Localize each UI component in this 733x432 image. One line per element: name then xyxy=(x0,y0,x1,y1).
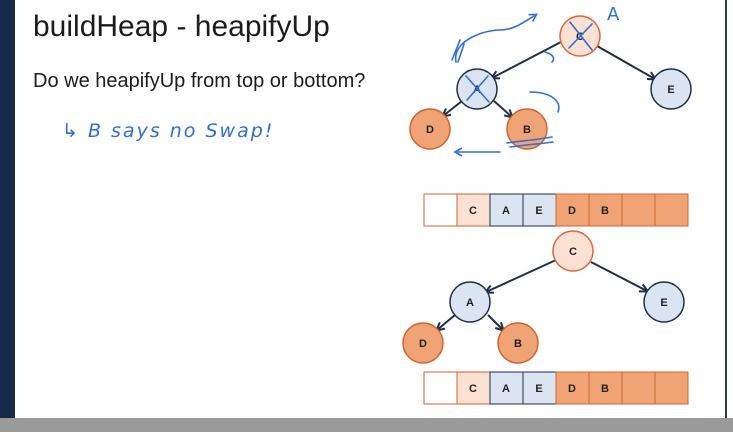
array-after-cell-1 xyxy=(456,371,491,405)
slide-title: buildHeap - heapifyUp xyxy=(33,10,330,43)
array-before-label-5: B xyxy=(601,205,609,217)
array-after: C A E D B xyxy=(423,371,689,405)
ink-annotations xyxy=(451,13,593,157)
svg-text:A: A xyxy=(466,297,474,309)
tree-after-node-c: C xyxy=(552,230,594,272)
array-before-cell-1 xyxy=(456,193,491,227)
svg-text:E: E xyxy=(667,84,674,96)
svg-text:D: D xyxy=(426,124,434,136)
svg-text:B: B xyxy=(514,338,522,350)
array-after-cell-7 xyxy=(654,371,689,405)
array-after-cell-3 xyxy=(522,371,557,405)
array-before: C A E D B xyxy=(423,193,689,227)
bottom-scrollbar-area xyxy=(0,418,733,432)
edge-a-b-before xyxy=(493,100,512,117)
left-accent-bar xyxy=(0,0,15,432)
array-before-cell-6 xyxy=(621,193,656,227)
array-before-label-3: E xyxy=(535,205,542,217)
array-before-cell-3 xyxy=(522,193,557,227)
array-before-label-2: A xyxy=(502,205,510,217)
tree-after-node-e: E xyxy=(643,281,685,323)
ink-cross-c xyxy=(568,21,593,51)
handwritten-note: ↳ B says no Swap! xyxy=(62,120,275,142)
svg-text:E: E xyxy=(660,297,667,309)
ink-curve-b xyxy=(529,91,560,113)
array-before-cell-7 xyxy=(654,193,689,227)
edge-c-a-before xyxy=(492,41,562,78)
array-after-cell-0 xyxy=(423,371,458,405)
edge-a-d-before xyxy=(443,100,463,116)
ink-cross-a xyxy=(465,75,490,103)
svg-text:D: D xyxy=(419,338,427,350)
array-after-cell-6 xyxy=(621,371,656,405)
array-after-label-3: E xyxy=(535,383,542,395)
ink-strike-b xyxy=(506,136,554,148)
edge-c-a-after xyxy=(486,259,557,292)
svg-text:A: A xyxy=(473,84,481,96)
array-after-label-4: D xyxy=(568,383,576,395)
ink-tick-left xyxy=(451,39,465,63)
tree-after-node-a: A xyxy=(449,281,491,323)
ink-swap-arrow-a-c xyxy=(455,13,538,63)
tree-after-node-b: B xyxy=(497,322,539,364)
array-before-cell-0 xyxy=(423,193,458,227)
tree-before-edges xyxy=(443,41,655,117)
slide-question: Do we heapifyUp from top or bottom? xyxy=(33,70,366,92)
edge-c-e-after xyxy=(590,261,647,291)
ink-hook-c xyxy=(544,51,555,63)
array-after-label-2: A xyxy=(502,383,510,395)
array-after-cell-2 xyxy=(489,371,524,405)
array-before-label-4: D xyxy=(568,205,576,217)
edge-c-e-before xyxy=(596,45,655,79)
tree-before-node-e: E xyxy=(650,68,692,110)
edge-a-d-after xyxy=(437,314,456,330)
tree-after-edges xyxy=(437,259,647,330)
array-after-cell-5 xyxy=(588,371,623,405)
tree-after-node-d: D xyxy=(402,322,444,364)
svg-text:C: C xyxy=(569,246,577,258)
array-before-cell-2 xyxy=(489,193,524,227)
svg-text:B: B xyxy=(523,124,531,136)
array-after-cell-4 xyxy=(555,371,590,405)
handwritten-annotation-a: A xyxy=(607,4,620,25)
array-after-label-5: B xyxy=(601,383,609,395)
array-before-label-1: C xyxy=(469,205,477,217)
edge-a-b-after xyxy=(487,314,503,330)
right-divider xyxy=(725,0,727,418)
tree-before-node-d: D xyxy=(409,108,451,150)
array-before-cell-5 xyxy=(588,193,623,227)
array-after-label-1: C xyxy=(469,383,477,395)
